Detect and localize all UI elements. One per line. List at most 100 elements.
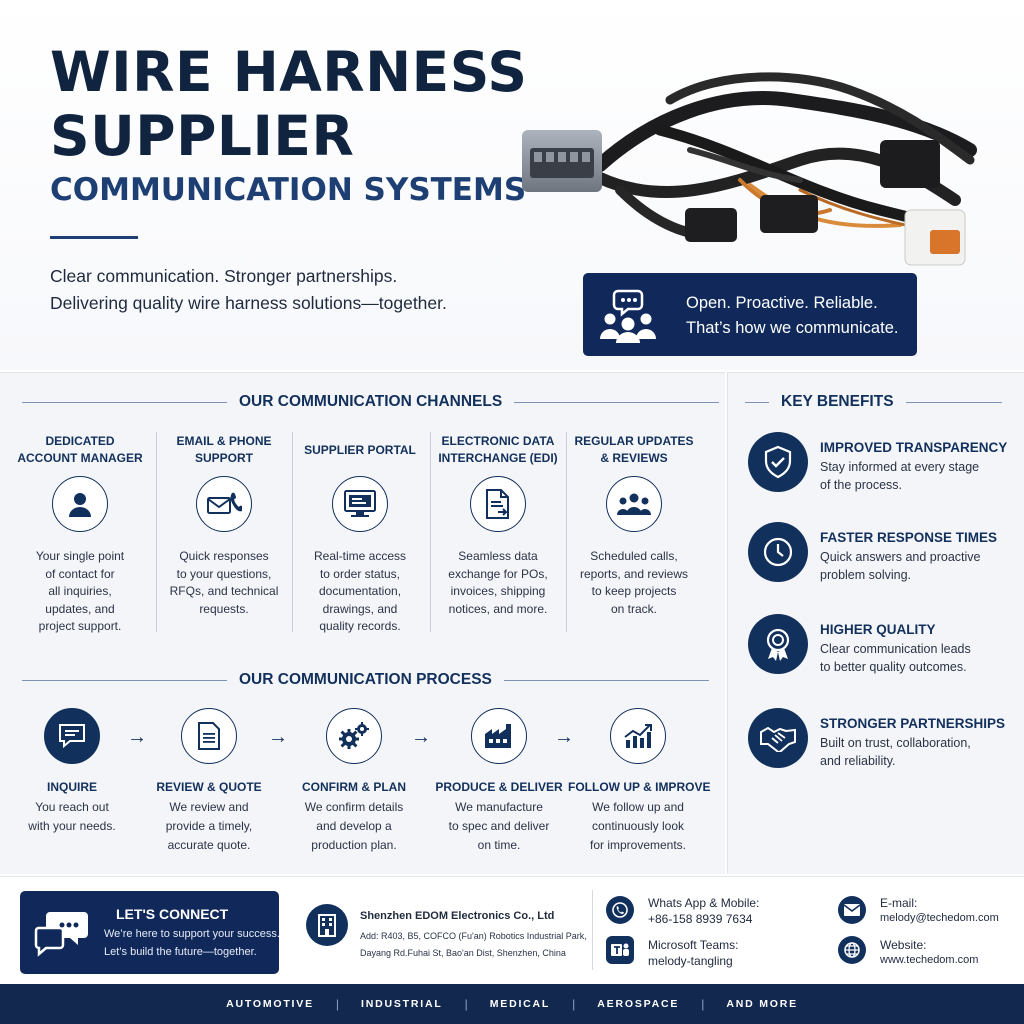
step-title: FOLLOW UP & IMPROVE bbox=[568, 780, 711, 794]
connect-line1: We’re here to support your success. bbox=[104, 928, 280, 940]
tagline-line2: Delivering quality wire harness solution… bbox=[50, 293, 447, 313]
clock-icon bbox=[748, 522, 808, 582]
arrow-right-icon: → bbox=[127, 726, 147, 748]
building-icon bbox=[306, 904, 348, 946]
benefit-faster-response: FASTER RESPONSE TIMES Quick answers and … bbox=[748, 522, 1018, 602]
arrow-right-icon: → bbox=[268, 726, 288, 748]
industry-automotive: AUTOMOTIVE bbox=[226, 998, 314, 1010]
arrow-right-icon: → bbox=[554, 726, 574, 748]
title-divider bbox=[50, 236, 138, 239]
whatsapp-icon bbox=[606, 896, 634, 924]
connect-heading: LET'S CONNECT bbox=[116, 906, 229, 922]
industry-more: AND MORE bbox=[726, 998, 798, 1010]
step-title: REVIEW & QUOTE bbox=[156, 780, 262, 794]
connect-line2: Let’s build the future—together. bbox=[104, 946, 257, 958]
channel-title: REGULAR UPDATES& REVIEWS bbox=[574, 434, 694, 465]
microsoft-teams-icon bbox=[606, 936, 634, 964]
tagline-line1: Clear communication. Stronger partnershi… bbox=[50, 266, 398, 286]
teams-handle[interactable]: melody-tangling bbox=[648, 954, 733, 968]
growth-chart-icon bbox=[610, 708, 666, 764]
channel-divider bbox=[566, 432, 567, 632]
industry-industrial: INDUSTRIAL bbox=[361, 998, 443, 1010]
channel-divider bbox=[430, 432, 431, 632]
handshake-icon bbox=[748, 708, 808, 768]
industry-separator: | bbox=[335, 997, 339, 1011]
person-icon bbox=[52, 476, 108, 532]
globe-icon bbox=[838, 936, 866, 964]
process-heading: OUR COMMUNICATION PROCESS bbox=[22, 671, 709, 689]
monitor-icon bbox=[332, 476, 388, 532]
award-ribbon-icon bbox=[748, 614, 808, 674]
industry-separator: | bbox=[701, 997, 705, 1011]
industries-bar: AUTOMOTIVE | INDUSTRIAL | MEDICAL | AERO… bbox=[0, 984, 1024, 1024]
document-exchange-icon bbox=[470, 476, 526, 532]
page-subtitle: COMMUNICATION SYSTEMS bbox=[50, 172, 527, 208]
team-chat-icon bbox=[600, 289, 656, 343]
channel-divider bbox=[292, 432, 293, 632]
industry-aerospace: AEROSPACE bbox=[597, 998, 680, 1010]
document-icon bbox=[181, 708, 237, 764]
website-label: Website: bbox=[880, 938, 927, 952]
step-title: INQUIRE bbox=[46, 780, 97, 794]
step-title: PRODUCE & DELIVER bbox=[435, 780, 563, 794]
whatsapp-number[interactable]: +86-158 8939 7634 bbox=[648, 912, 753, 926]
benefit-title: IMPROVED TRANSPARENCY bbox=[820, 440, 1008, 455]
email-address[interactable]: melody@techedom.com bbox=[880, 912, 999, 924]
benefit-higher-quality: HIGHER QUALITY Clear communication leads… bbox=[748, 614, 1018, 694]
benefit-title: FASTER RESPONSE TIMES bbox=[820, 530, 998, 545]
page-title-line1: WIRE HARNESS bbox=[50, 40, 528, 104]
channel-divider bbox=[156, 432, 157, 632]
page-title-line2: SUPPLIER bbox=[50, 104, 355, 168]
chat-bubbles-icon bbox=[34, 912, 88, 957]
shield-check-icon bbox=[748, 432, 808, 492]
group-icon bbox=[606, 476, 662, 532]
channels-process-panel bbox=[0, 372, 725, 874]
industry-medical: MEDICAL bbox=[489, 998, 551, 1010]
benefit-title: HIGHER QUALITY bbox=[820, 622, 936, 637]
website-link[interactable]: www.techedom.com bbox=[880, 954, 979, 966]
step-title: CONFIRM & PLAN bbox=[302, 780, 406, 794]
benefits-heading: KEY BENEFITS bbox=[745, 393, 1002, 411]
benefit-transparency: IMPROVED TRANSPARENCY Stay informed at e… bbox=[748, 432, 1018, 512]
email-label: E-mail: bbox=[880, 896, 918, 910]
wire-harness-image bbox=[522, 72, 977, 266]
industry-separator: | bbox=[464, 997, 468, 1011]
whatsapp-label: Whats App & Mobile: bbox=[648, 896, 760, 910]
company-name: Shenzhen EDOM Electronics Co., Ltd bbox=[360, 910, 555, 922]
callout-line1: Open. Proactive. Reliable. bbox=[686, 294, 878, 312]
hero-section: WIRE HARNESS SUPPLIER COMMUNICATION SYST… bbox=[0, 0, 1024, 370]
factory-icon bbox=[471, 708, 527, 764]
gears-icon bbox=[326, 708, 382, 764]
communication-promise-banner: Open. Proactive. Reliable. That’s how we… bbox=[583, 273, 917, 356]
channels-heading: OUR COMMUNICATION CHANNELS bbox=[22, 393, 720, 411]
benefit-description: Built on trust, collaboration,and reliab… bbox=[820, 736, 971, 768]
lets-connect-banner: LET'S CONNECT We’re here to support your… bbox=[20, 891, 280, 974]
footer-divider bbox=[592, 890, 593, 970]
chat-icon bbox=[44, 708, 100, 764]
callout-line2: That’s how we communicate. bbox=[686, 319, 899, 337]
